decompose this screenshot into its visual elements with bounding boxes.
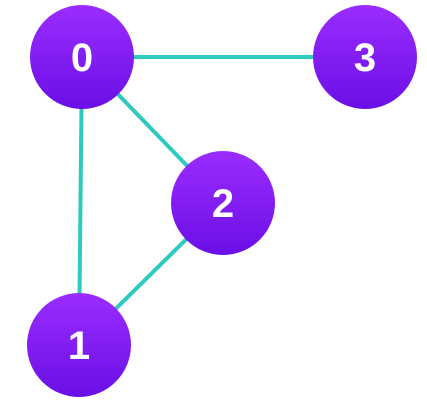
node-0-circle — [30, 5, 134, 109]
node-3-circle — [313, 5, 417, 109]
node-1-circle — [27, 293, 131, 397]
node-2-label: 2 — [212, 182, 234, 226]
node-0-label: 0 — [71, 36, 93, 80]
node-2: 2 — [171, 151, 275, 255]
node-3: 3 — [313, 5, 417, 109]
node-1: 1 — [27, 293, 131, 397]
node-2-circle — [171, 151, 275, 255]
node-1-label: 1 — [68, 324, 90, 368]
node-0: 0 — [30, 5, 134, 109]
node-3-label: 3 — [354, 36, 376, 80]
